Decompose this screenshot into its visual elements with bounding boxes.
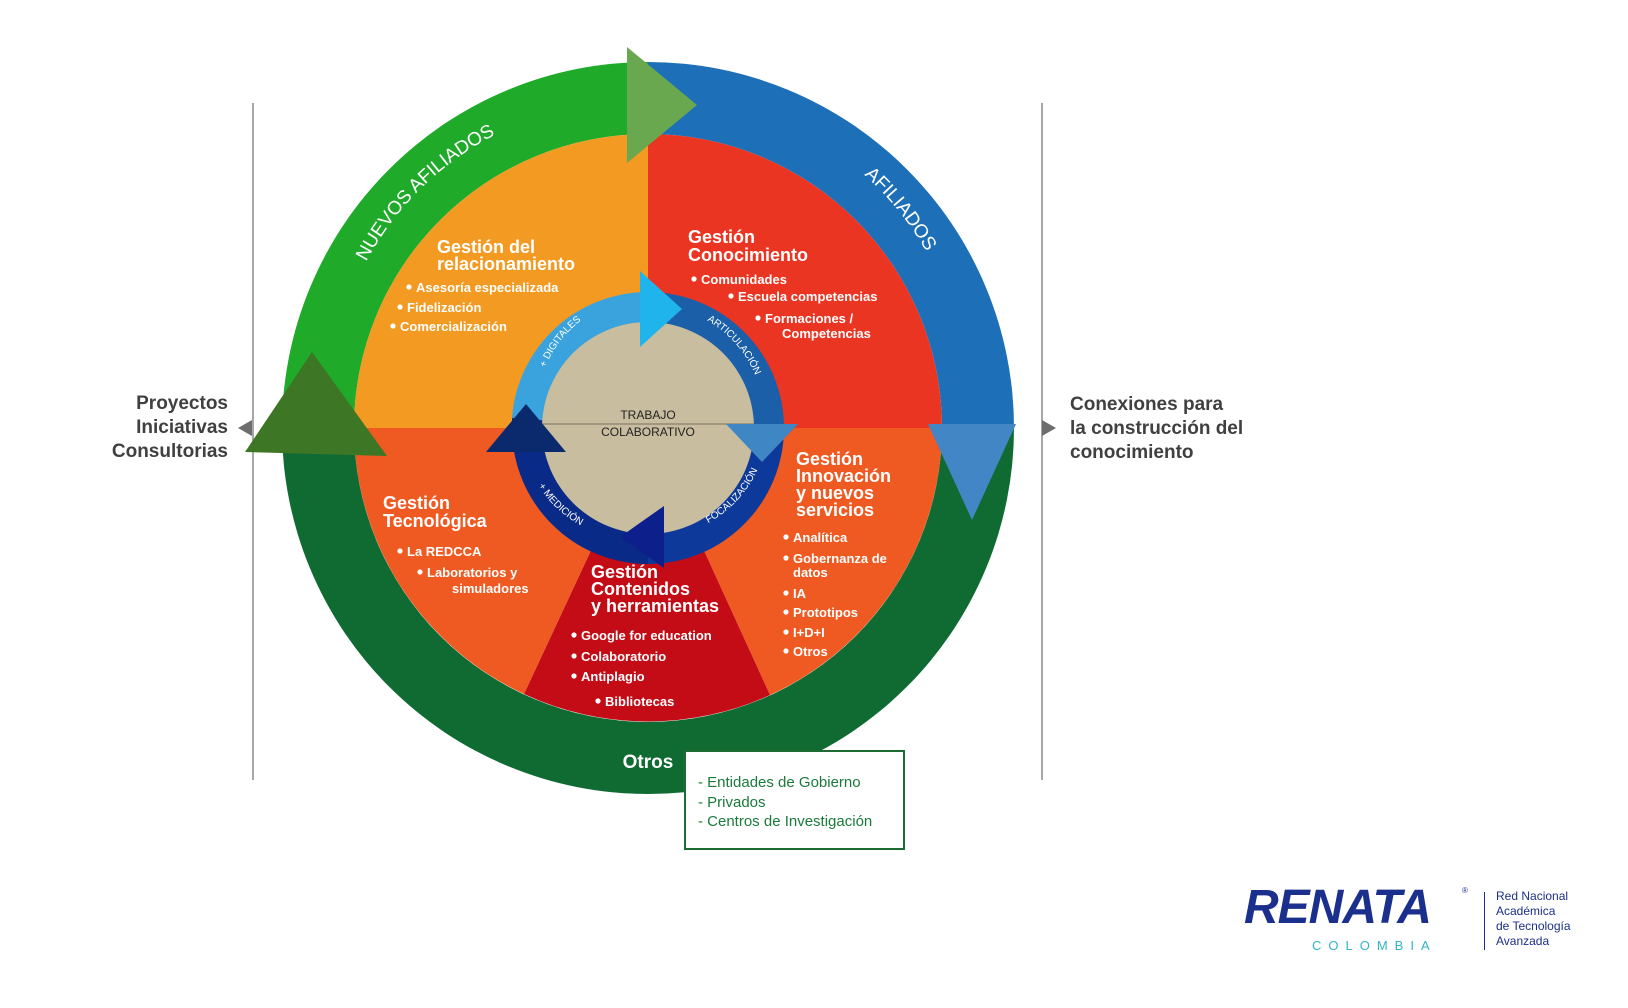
contenidos-title-2: Contenidos: [591, 579, 690, 599]
bullet-icon: [783, 629, 789, 635]
center-label-line2: COLABORATIVO: [601, 425, 695, 439]
logo-description-line: de Tecnología: [1496, 919, 1571, 933]
bullet-icon: [783, 609, 789, 615]
conocimiento-item-4: Competencias: [782, 326, 871, 341]
contenidos-title-1: Gestión: [591, 562, 658, 582]
arrow-left-icon: [245, 352, 387, 456]
relacionamiento-item-2: Fidelización: [407, 300, 481, 315]
right-side-line: Conexiones para: [1070, 394, 1224, 415]
bullet-icon: [397, 304, 403, 310]
innovacion-item-4: IA: [793, 586, 807, 601]
conocimiento-item-3: Formaciones /: [765, 311, 854, 326]
innovacion-item-1: Analítica: [793, 530, 848, 545]
innovacion-item-5: Prototipos: [793, 605, 858, 620]
logo-description-line: Académica: [1496, 904, 1556, 918]
bullet-icon: [571, 673, 577, 679]
logo-description-line: Avanzada: [1496, 934, 1550, 948]
relacionamiento-item-1: Asesoría especializada: [416, 280, 559, 295]
right-side-line: la construcción del: [1070, 418, 1244, 439]
center-circle: [542, 322, 754, 534]
logo-wordmark: RENATA: [1244, 881, 1432, 934]
bullet-icon: [783, 555, 789, 561]
conocimiento-title-2: Conocimiento: [688, 245, 808, 265]
otros-box-line: - Entidades de Gobierno: [698, 774, 861, 791]
center-label-line1: TRABAJO: [620, 408, 675, 422]
innovacion-title-1: Gestión: [796, 449, 863, 469]
contenidos-item-1: Google for education: [581, 628, 712, 643]
contenidos-title-3: y herramientas: [591, 596, 719, 616]
arrow-digitales-icon: [640, 271, 682, 347]
otros-box-line: - Centros de Investigación: [698, 813, 873, 830]
right-side-line: conocimiento: [1070, 442, 1194, 463]
relacionamiento-title-1: Gestión del: [437, 237, 535, 257]
sector-contenidos: [524, 428, 770, 722]
logo-subtitle: COLOMBIA: [1312, 938, 1437, 953]
bullet-icon: [783, 534, 789, 540]
bullet-icon: [595, 698, 601, 704]
relacionamiento-item-3: Comercialización: [400, 319, 507, 334]
contenidos-item-2: Colaboratorio: [581, 649, 666, 664]
bullet-icon: [783, 648, 789, 654]
relacionamiento-title-2: relacionamiento: [437, 254, 575, 274]
otros-box: - Entidades de Gobierno - Privados - Cen…: [684, 750, 905, 850]
left-side-line: Iniciativas: [136, 417, 228, 438]
innovacion-title-2: Innovación: [796, 466, 891, 486]
conocimiento-item-1: Comunidades: [701, 272, 787, 287]
tecnologica-item-3: simuladores: [452, 581, 529, 596]
tecnologica-title-2: Tecnológica: [383, 511, 488, 531]
otros-box-line: - Privados: [698, 793, 766, 811]
innovacion-item-2: Gobernanza de: [793, 551, 887, 566]
contenidos-item-3: Antiplagio: [581, 669, 645, 684]
conocimiento-item-2: Escuela competencias: [738, 289, 877, 304]
logo-description: Red Nacional Académica de Tecnología Ava…: [1496, 889, 1571, 949]
bullet-icon: [755, 315, 761, 321]
left-side-line: Consultorias: [111, 441, 228, 462]
right-pointer-icon: [1042, 420, 1056, 436]
bullet-icon: [783, 590, 789, 596]
bullet-icon: [691, 276, 697, 282]
renata-logo: RENATA ® COLOMBIA Red Nacional Académica…: [1244, 884, 1604, 954]
tecnologica-title-1: Gestión: [383, 493, 450, 513]
innovacion-item-6: I+D+I: [793, 625, 825, 640]
innovacion-title-4: servicios: [796, 500, 874, 520]
conocimiento-title-1: Gestión: [688, 227, 755, 247]
logo-registered-mark: ®: [1462, 886, 1468, 895]
label-otros: Otros: [623, 752, 674, 773]
arrow-top-icon: [627, 47, 697, 163]
arrow-focalizacion-icon: [620, 506, 664, 568]
bullet-icon: [728, 293, 734, 299]
innovacion-title-3: y nuevos: [796, 483, 874, 503]
left-side-line: Proyectos: [136, 393, 228, 414]
contenidos-item-4: Bibliotecas: [605, 694, 674, 709]
arrow-articulacion-icon: [726, 424, 798, 462]
left-pointer-icon: [238, 420, 252, 436]
arrow-right-icon: [928, 424, 1016, 520]
arrow-medicion-icon: [486, 404, 566, 452]
bullet-icon: [397, 548, 403, 554]
bullet-icon: [571, 653, 577, 659]
bullet-icon: [417, 569, 423, 575]
bullet-icon: [571, 632, 577, 638]
right-side-text: Conexiones para la construcción del cono…: [1070, 393, 1243, 465]
outer-ring-bottom: [282, 428, 1014, 794]
logo-description-line: Red Nacional: [1496, 889, 1569, 903]
bullet-icon: [390, 323, 396, 329]
innovacion-item-3: datos: [793, 565, 828, 580]
logo-divider: [1484, 892, 1485, 950]
tecnologica-item-2: Laboratorios y: [427, 565, 518, 580]
left-side-text: Proyectos Iniciativas Consultorias: [112, 392, 228, 464]
tecnologica-item-1: La REDCCA: [407, 544, 482, 559]
innovacion-item-7: Otros: [793, 644, 828, 659]
bullet-icon: [406, 284, 412, 290]
